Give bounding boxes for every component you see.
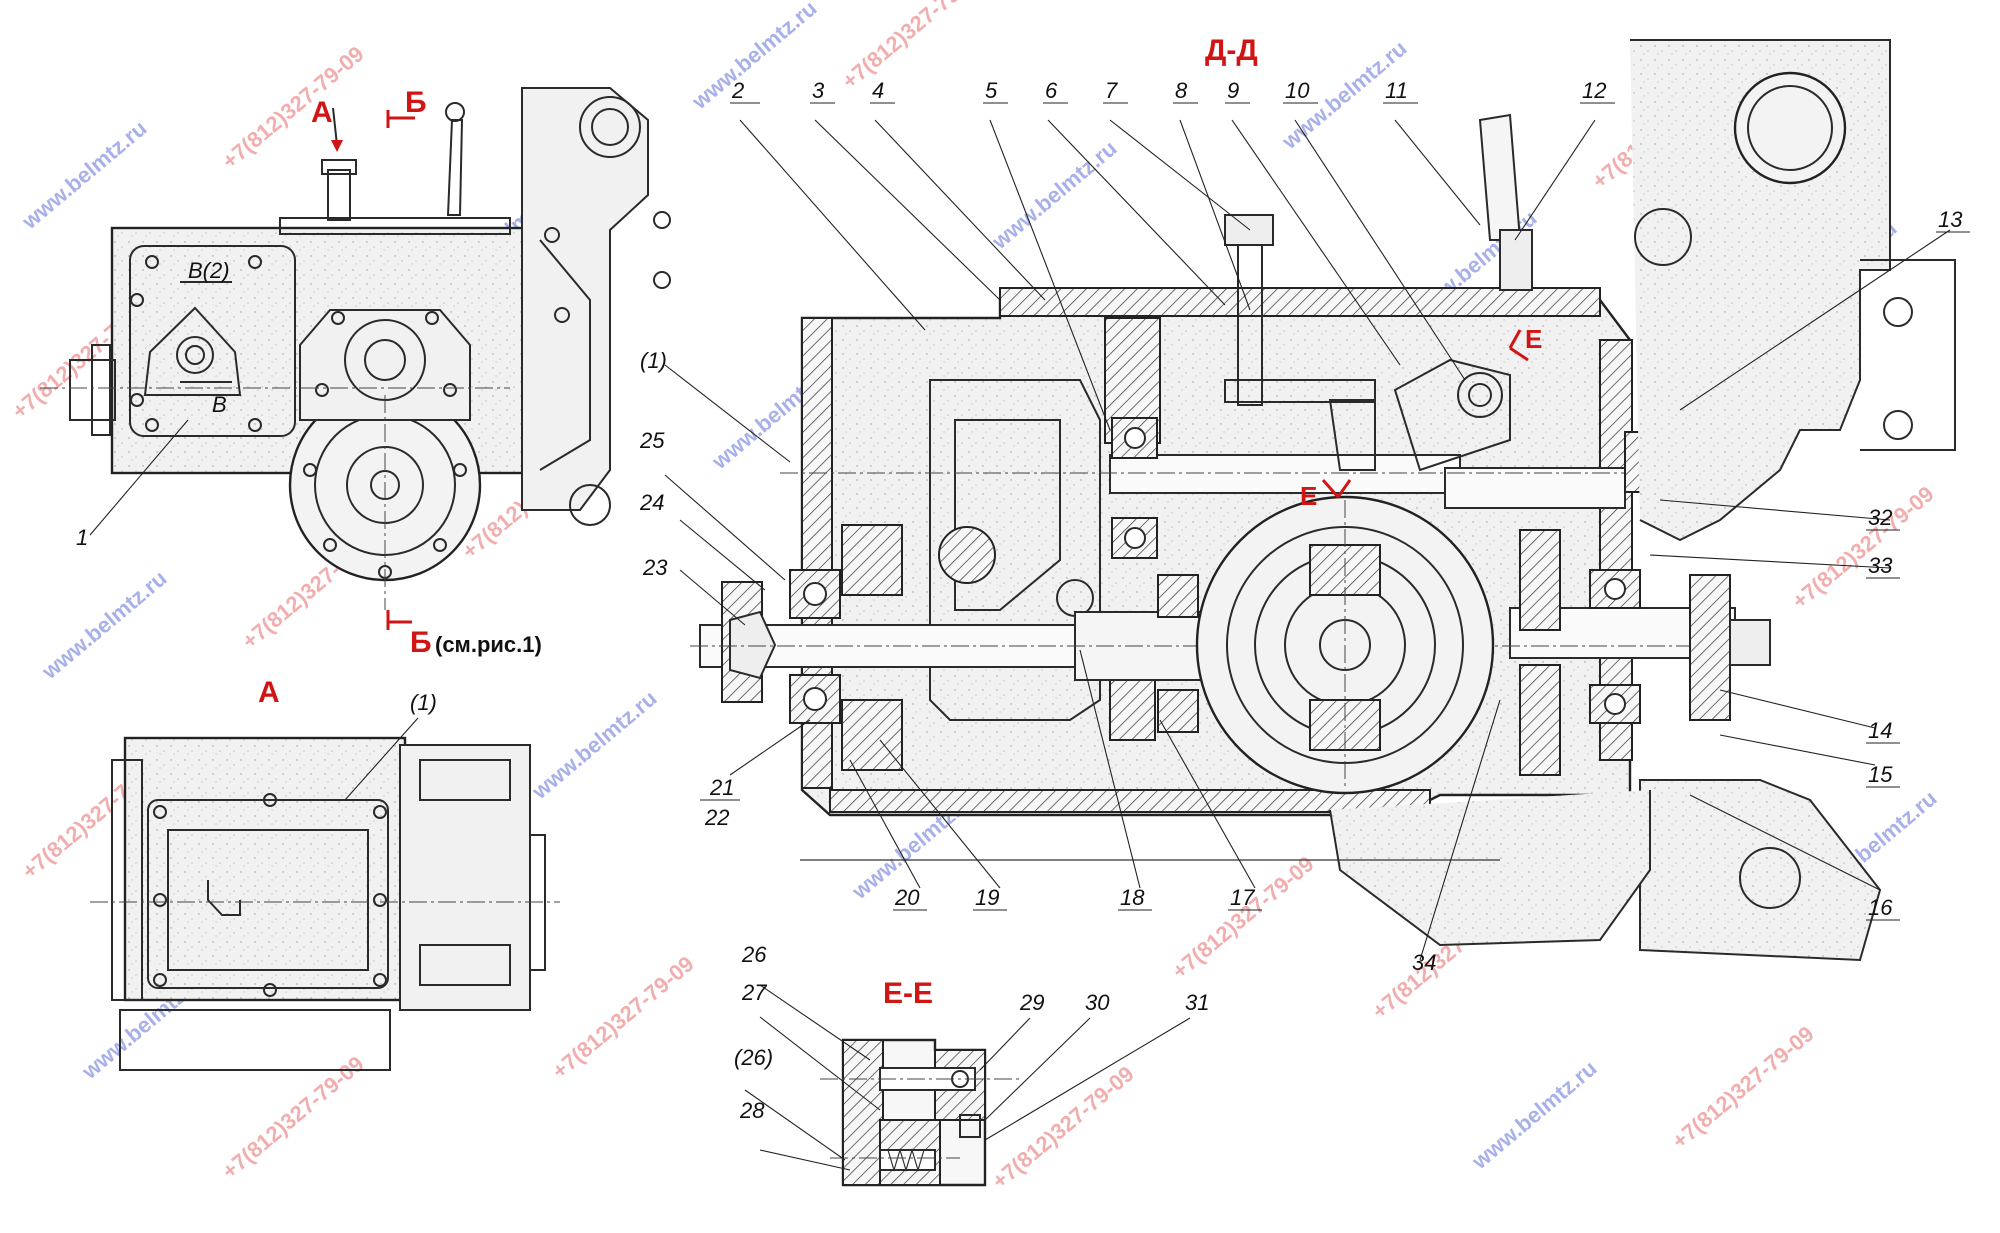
see-figure-note: (см.рис.1) [435, 632, 542, 657]
section-b-top-marker [386, 110, 415, 128]
callout-14: 14 [1868, 718, 1892, 743]
callout-16: 16 [1868, 895, 1893, 920]
callout-6: 6 [1045, 78, 1058, 103]
section-ee-title: Е-Е [883, 977, 933, 1010]
section-ee [820, 1038, 1020, 1187]
callout-25: 25 [639, 428, 665, 453]
callout-9: 9 [1227, 78, 1239, 103]
callout-30: 30 [1085, 990, 1110, 1015]
callout-13: 13 [1938, 207, 1963, 232]
callout-underlines [700, 102, 1970, 921]
callout-33: 33 [1868, 553, 1893, 578]
callout-7: 7 [1105, 78, 1118, 103]
section-dd [690, 39, 1956, 962]
callout-5: 5 [985, 78, 998, 103]
leader-line [344, 717, 419, 801]
e-mark-upper: Е [1525, 324, 1542, 354]
callout-24: 24 [639, 490, 664, 515]
section-a-arrow [332, 107, 338, 146]
callout-28: 28 [739, 1098, 765, 1123]
callout-34: 34 [1412, 950, 1436, 975]
callout-1-paren-a: (1) [410, 690, 437, 715]
b-label: В [212, 392, 227, 417]
watermark-phone: +7(812)327-79-09 [1787, 481, 1938, 614]
watermark-phone: +7(812)327-79-09 [217, 41, 368, 174]
section-a-arrow-label: А [311, 96, 333, 129]
callout-leaders [664, 119, 1951, 1171]
section-a-arrowhead [331, 140, 343, 152]
watermark-site: www.belmtz.ru [526, 685, 661, 804]
leader-line [89, 419, 189, 536]
callout-22: 22 [704, 805, 729, 830]
watermark-site: www.belmtz.ru [36, 565, 171, 684]
watermark-site: www.belmtz.ru [986, 135, 1121, 254]
callout-3: 3 [812, 78, 825, 103]
callout-2: 2 [731, 78, 744, 103]
section-dd-title: Д-Д [1205, 34, 1258, 67]
callout-12: 12 [1582, 78, 1606, 103]
callout-18: 18 [1120, 885, 1145, 910]
watermark-site: www.belmtz.ru [16, 115, 151, 234]
b2-label: В(2) [188, 258, 230, 283]
callout-15: 15 [1868, 762, 1893, 787]
callout-1: 1 [76, 525, 88, 550]
watermark-site: www.belmtz.ru [1466, 1055, 1601, 1174]
callout-29: 29 [1019, 990, 1044, 1015]
callout-17: 17 [1230, 885, 1255, 910]
watermark-phone: +7(812)327-79-09 [1667, 1021, 1818, 1154]
e-mark-upper-arrow [1508, 329, 1529, 362]
e-mark-lower: Е [1300, 481, 1317, 511]
section-b-bottom-marker [386, 610, 412, 630]
callout-8: 8 [1175, 78, 1188, 103]
external-view [40, 87, 671, 610]
watermark-phone: +7(812)327-79-09 [837, 0, 988, 94]
section-b-bottom-label: Б [410, 626, 432, 659]
callout-1-paren: (1) [640, 348, 667, 373]
callout-26-paren: (26) [734, 1045, 773, 1070]
callout-19: 19 [975, 885, 999, 910]
callout-4: 4 [872, 78, 884, 103]
view-a [90, 736, 560, 1071]
callout-21: 21 [709, 775, 734, 800]
callout-11: 11 [1385, 78, 1408, 103]
watermark-phone: +7(812)327-79-09 [547, 951, 698, 1084]
callout-23: 23 [642, 555, 668, 580]
view-a-label: А [258, 676, 280, 709]
callout-26: 26 [741, 942, 767, 967]
watermark-phone: +7(812)327-79-09 [1167, 851, 1318, 984]
watermark-site: www.belmtz.ru [686, 0, 821, 114]
watermark-phone: +7(812)327-79-09 [987, 1061, 1138, 1194]
section-b-top-label: Б [405, 86, 427, 119]
e-mark-lower-arrow [1321, 479, 1352, 498]
callout-20: 20 [894, 885, 920, 910]
callout-31: 31 [1185, 990, 1209, 1015]
callout-32: 32 [1868, 505, 1892, 530]
callout-10: 10 [1285, 78, 1310, 103]
callout-27: 27 [741, 980, 767, 1005]
